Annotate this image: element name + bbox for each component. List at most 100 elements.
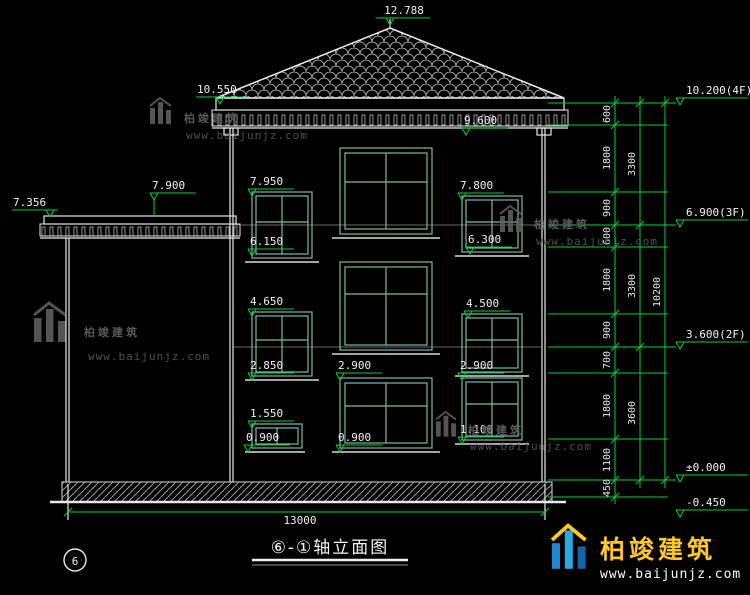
marker-wing-roof: 7.900	[149, 179, 196, 216]
marker-symbol	[457, 372, 504, 382]
brand-logo-footer: 柏竣建筑 www.baijunjz.com	[550, 523, 741, 582]
floor-belt-lines	[233, 224, 542, 348]
dim-seg-900a: 900	[602, 199, 613, 217]
window-2f-center	[339, 261, 433, 351]
dim-chain-lines	[614, 96, 666, 504]
level-value: ±0.000	[686, 461, 726, 474]
bottom-dim-value: 13000	[283, 514, 316, 527]
window-frame	[461, 195, 523, 253]
axis-bubble-label: 6	[72, 555, 79, 568]
window-frame	[461, 313, 523, 373]
window-sills	[245, 237, 529, 453]
watermark-2: 柏竣建筑 www.baijunjz.com	[499, 204, 658, 248]
marker-1f-left-sill: 0.900	[243, 431, 290, 454]
bottom-width-dimension: 13000	[63, 484, 550, 527]
level-value: 6.900(3F)	[686, 206, 746, 219]
marker-symbol	[675, 219, 748, 229]
marker-symbol	[247, 372, 294, 382]
marker-2f-right-head: 4.500	[463, 297, 510, 320]
marker-2f-left-sill: 2.850	[247, 359, 294, 382]
drawing-title: ⑥-①轴立面图	[271, 538, 390, 558]
marker-symbol	[465, 246, 512, 256]
building-elevation	[39, 19, 569, 504]
left-wing	[39, 215, 241, 482]
marker-roof-eave-bottom: 9.600	[461, 114, 508, 137]
marker-symbol	[675, 509, 748, 519]
window-3f-center	[339, 147, 433, 235]
watermark-1: 柏竣建筑 www.baijunjz.com	[149, 96, 307, 142]
eave-corbel-right	[536, 127, 552, 136]
axis-bubble-6: 6	[63, 548, 87, 572]
axis-bubble-circle	[63, 548, 87, 572]
level-value: 3.600(2F)	[686, 328, 746, 341]
dim-seg-1800c: 1800	[602, 394, 613, 418]
marker-roof-apex: 12.788	[376, 4, 430, 27]
marker-1f-left-head: 1.550	[247, 407, 294, 430]
roof-tile-face	[215, 27, 565, 99]
elevation-value: 12.788	[384, 4, 424, 17]
dim-floor-3300b: 3300	[627, 274, 638, 298]
marker-symbol	[457, 436, 504, 446]
wing-dentil-band	[39, 223, 241, 237]
brand-url: www.baijunjz.com	[600, 567, 741, 582]
dim-total-10200: 10200	[652, 277, 663, 307]
window-frame	[461, 377, 523, 441]
window-mullions	[345, 267, 427, 345]
wing-fascia-band	[43, 215, 237, 225]
marker-3f-left-head: 7.950	[247, 175, 294, 198]
window-1f-right	[461, 377, 523, 441]
level-marker-2f: 3.600(2F)	[675, 328, 748, 351]
watermark-url: www.baijunjz.com	[88, 350, 210, 363]
window-2f-left	[251, 311, 313, 377]
dim-floor-3300a: 3300	[627, 152, 638, 176]
elevation-value: 6.150	[250, 235, 283, 248]
dim-seg-450: 450	[602, 479, 613, 497]
marker-symbol	[335, 372, 382, 382]
watermark-url: www.baijunjz.com	[536, 235, 658, 248]
watermark-logo-icon	[499, 204, 522, 232]
marker-symbol	[247, 308, 294, 318]
elevation-value: 10.550	[197, 83, 237, 96]
marker-symbol	[247, 248, 294, 258]
elevation-value: 9.600	[464, 114, 497, 127]
window-2f-right	[461, 313, 523, 373]
window-frame	[251, 423, 303, 449]
dim-chain1-ticks	[610, 98, 620, 502]
window-frame	[251, 191, 313, 259]
watermark-brand: 柏竣建筑	[184, 111, 240, 125]
elevation-value: 1.550	[250, 407, 283, 420]
window-frame	[339, 377, 433, 449]
level-marker-ground: ±0.000	[675, 461, 748, 484]
marker-roof-eave-top: 10.550	[196, 83, 246, 106]
marker-1f-right-sill: 1.100	[457, 423, 504, 446]
dim-floor-3600: 3600	[627, 401, 638, 425]
watermark-logo-icon	[149, 96, 172, 124]
marker-symbol	[247, 188, 294, 198]
marker-symbol	[675, 474, 748, 484]
dim-seg-700: 700	[602, 351, 613, 369]
window-1f-left-small	[251, 423, 303, 449]
watermark-brand: 柏竣建筑	[84, 325, 140, 339]
marker-symbol	[335, 444, 382, 454]
marker-symbol	[376, 17, 430, 27]
marker-symbol	[149, 192, 196, 216]
level-extension-lines	[548, 102, 676, 498]
dim-seg-1100: 1100	[602, 448, 613, 472]
elevation-value: 0.900	[246, 431, 279, 444]
roof-dentil-band	[211, 109, 569, 127]
marker-symbol	[247, 420, 294, 430]
elevation-value: 4.650	[250, 295, 283, 308]
marker-symbol	[12, 209, 58, 219]
wing-walls	[65, 238, 70, 482]
watermark-url: www.baijunjz.com	[470, 440, 592, 453]
dim-chain3-ticks	[660, 98, 670, 485]
marker-symbol	[243, 444, 290, 454]
window-mullions	[345, 383, 427, 443]
bottom-dim-line	[63, 507, 550, 517]
level-value: 10.200(4F)	[686, 84, 750, 97]
hip-roof	[211, 19, 569, 136]
marker-1f-center-head: 2.900	[335, 359, 382, 382]
brand-logo-icon	[550, 523, 587, 569]
elevation-value: 7.800	[460, 179, 493, 192]
